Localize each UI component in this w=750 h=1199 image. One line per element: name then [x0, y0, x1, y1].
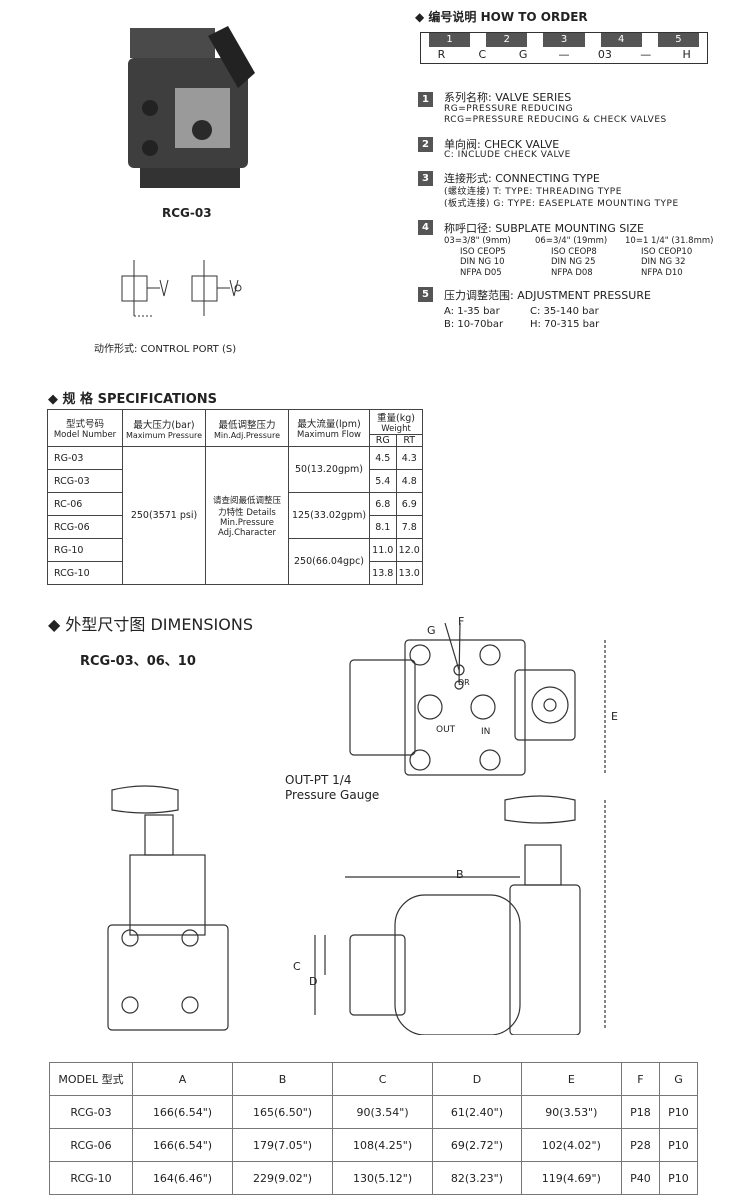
letter-d: D [309, 975, 318, 988]
letter-g: G [427, 624, 436, 637]
dimensions-title: ◆ 外型尺寸图 DIMENSIONS [48, 615, 253, 634]
order-item-line: (螺纹连接) T: TYPE: THREADING TYPE [444, 187, 622, 197]
letter-dr: DR [458, 678, 470, 687]
order-item-title: 系列名称: VALVE SERIES [444, 91, 572, 104]
mounting-col-1: 03=3/8" (9mm) ISO CEOP5 DIN NG 10 NFPA D… [444, 236, 511, 278]
order-item-num: 1 [418, 92, 433, 107]
control-port-symbols [112, 258, 252, 320]
order-item-line: RG=PRESSURE REDUCING [444, 104, 574, 114]
order-item-title: 压力调整范围: ADJUSTMENT PRESSURE [444, 289, 651, 302]
order-item-title: 称呼口径: SUBPLATE MOUNTING SIZE [444, 222, 644, 235]
order-item-num: 2 [418, 137, 433, 152]
side-view-drawing [295, 790, 620, 1036]
top-view-drawing [335, 615, 635, 785]
letter-in: IN [481, 727, 491, 737]
front-view-drawing [90, 780, 240, 1035]
letter-b: B [456, 868, 464, 881]
control-port-title: 动作形式: CONTROL PORT (S) [94, 344, 237, 355]
order-item-title: 单向阀: CHECK VALVE [444, 138, 560, 151]
letter-f: F [458, 615, 465, 628]
letter-out: OUT [436, 725, 456, 735]
product-label: RCG-03 [162, 206, 212, 220]
how-to-order-title: ◆ 编号说明 HOW TO ORDER [415, 10, 588, 24]
letter-e: E [611, 710, 618, 723]
order-item-num: 4 [418, 220, 433, 235]
valve-photo [120, 18, 260, 193]
specifications-title: ◆ 规 格 SPECIFICATIONS [48, 392, 218, 407]
order-item-num: 5 [418, 287, 433, 302]
dimensions-subtitle: RCG-03、06、10 [80, 654, 196, 669]
letter-c: C [293, 960, 301, 973]
order-item-line: (板式连接) G: TYPE: EASEPLATE MOUNTING TYPE [444, 199, 679, 209]
pressure-gauge-label: OUT-PT 1/4 Pressure Gauge [285, 773, 380, 802]
mounting-col-3: 10=1 1/4" (31.8mm) ISO CEOP10 DIN NG 32 … [625, 236, 714, 278]
order-item-num: 3 [418, 171, 433, 186]
mounting-col-2: 06=3/4" (19mm) ISO CEOP8 DIN NG 25 NFPA … [535, 236, 608, 278]
order-item-line: C: INCLUDE CHECK VALVE [444, 150, 571, 160]
order-item-title: 连接形式: CONNECTING TYPE [444, 172, 600, 185]
order-item-line: RCG=PRESSURE REDUCING & CHECK VALVES [444, 115, 667, 125]
